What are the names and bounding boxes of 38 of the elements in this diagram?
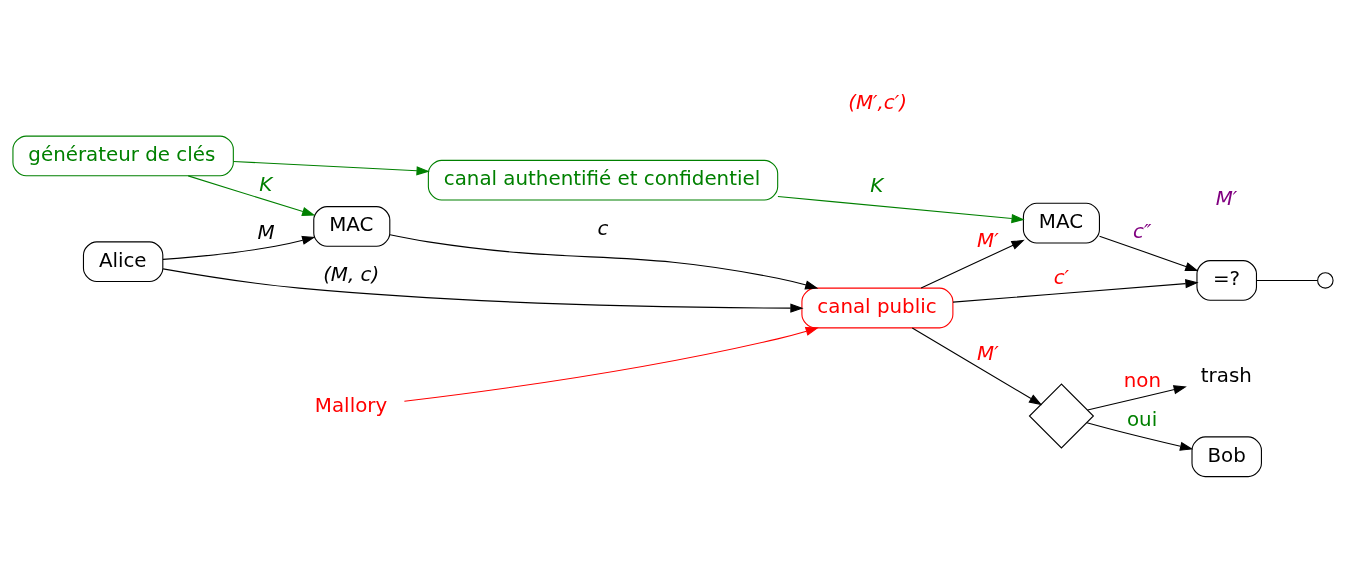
arrow: [911, 327, 1043, 406]
edge-label: c′: [1053, 266, 1070, 290]
arrow: [1086, 422, 1194, 451]
arrow: [233, 160, 430, 176]
edge-label: (M, c): [323, 262, 380, 286]
arrow: [389, 234, 819, 290]
arrow: [403, 326, 819, 402]
node-text: Mallory: [314, 394, 388, 418]
arrow: [920, 239, 1025, 289]
label: (M′,c′): [848, 90, 907, 114]
arrow: [187, 175, 316, 216]
arrow: [1087, 385, 1187, 411]
edge-label: M′: [977, 342, 999, 366]
edge-label: c: [597, 216, 609, 240]
edge-label: M: [257, 221, 275, 245]
node-text: trash: [1200, 364, 1252, 388]
edge-label: non: [1123, 368, 1161, 392]
arrow: [162, 235, 316, 260]
edge-label: K: [259, 172, 273, 196]
node-circle: [1317, 272, 1334, 289]
node-box: =?: [1196, 260, 1257, 301]
node-box: Bob: [1191, 436, 1262, 478]
connector: [1256, 279, 1318, 281]
edge-label: oui: [1126, 408, 1158, 432]
node-box: MAC: [1022, 202, 1100, 244]
edge-label: K: [870, 173, 884, 197]
edge-label: c″: [1133, 219, 1152, 243]
label: M′: [1215, 186, 1238, 210]
edge-label: M′: [977, 228, 999, 252]
node-box: canal authentifié et confidentiel: [427, 159, 779, 201]
arrow: [777, 196, 1025, 224]
node-box: Alice: [82, 241, 164, 283]
node-box: MAC: [313, 206, 391, 247]
arrow: [162, 268, 804, 313]
arrow: [1099, 235, 1199, 271]
node-box: canal public: [801, 287, 954, 329]
node-box: générateur de clés: [12, 135, 234, 177]
arrow: [952, 279, 1199, 303]
